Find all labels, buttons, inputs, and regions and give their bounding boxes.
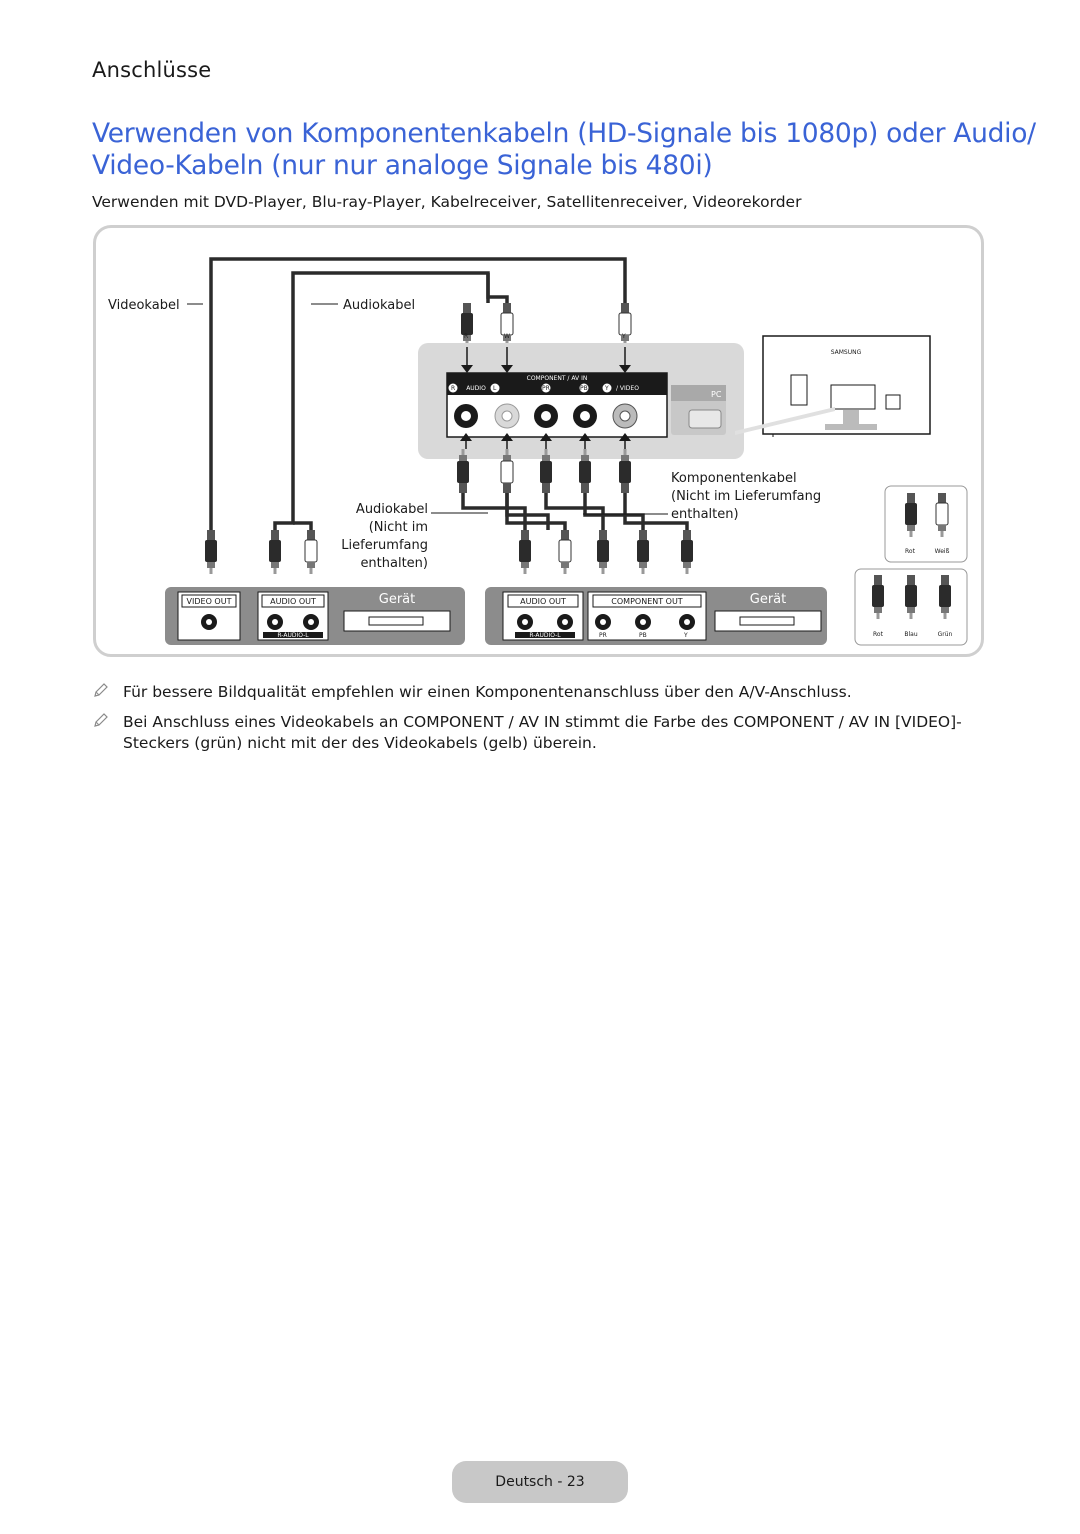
komponentenkabel-line-1: Komponentenkabel <box>671 471 797 486</box>
pc-label: PC <box>711 390 722 399</box>
audiokabel-bottom-line-4: enthalten) <box>360 556 428 571</box>
note-2-text-1: Bei Anschluss eines Videokabels an <box>123 713 404 731</box>
page-title: Verwenden von Komponentenkabeln (HD-Sign… <box>92 118 1036 182</box>
page-title-line-2: Video-Kabeln (nur nur analoge Signale bi… <box>92 150 713 181</box>
plug-comp-audio-red <box>519 530 531 574</box>
pencil-icon <box>94 713 108 727</box>
r-audio-l-label-1: R-AUDIO-L <box>277 632 309 639</box>
panel-y-badge <box>602 383 612 393</box>
plug-top-red-label: R <box>464 333 468 340</box>
device-2-label: Gerät <box>750 592 786 607</box>
note-1-text: Für bessere Bildqualität empfehlen wir e… <box>123 683 852 701</box>
note-2-term-1: COMPONENT / AV IN <box>403 713 561 731</box>
legend-gruen: Grün <box>938 631 953 638</box>
pc-port-header <box>671 385 726 401</box>
legend-blau: Blau <box>904 631 917 638</box>
komponentenkabel-line-3: enthalten) <box>671 507 739 522</box>
note-2-text-2: stimmt die Farbe des <box>560 713 734 731</box>
plug-top-white-label: W <box>504 333 510 340</box>
audio-out-label-2: AUDIO OUT <box>520 597 566 606</box>
note-2-term-2: COMPONENT / AV IN [VIDEO] <box>733 713 957 731</box>
legend-rot-2: Rot <box>873 631 884 638</box>
legend-component: Rot Blau Grün <box>854 568 968 646</box>
plug-comp-green <box>681 530 693 574</box>
plug-comp-red <box>597 530 609 574</box>
legend-audio: Rot Weiß <box>884 485 968 563</box>
connection-arrows <box>460 365 631 441</box>
device-1: VIDEO OUT AUDIO OUT R-AUDIO-L Gerät <box>165 587 465 645</box>
plug-audio-white <box>304 529 318 575</box>
note-2: Bei Anschluss eines Videokabels an COMPO… <box>92 712 992 754</box>
video-out-label: VIDEO OUT <box>187 597 232 606</box>
audiokabel-bottom-line-1: Audiokabel <box>356 502 428 517</box>
panel-pb-text: PB <box>580 385 588 392</box>
panel-pb-badge <box>579 383 589 393</box>
tv-brand: SAMSUNG <box>831 349 862 356</box>
legend-rot-1: Rot <box>905 548 916 555</box>
audiokabel-label: Audiokabel <box>343 298 415 313</box>
plug-comp-audio-white <box>558 529 572 575</box>
audio-out-label-1: AUDIO OUT <box>270 597 316 606</box>
page-title-line-1: Verwenden von Komponentenkabeln (HD-Sign… <box>92 118 1036 149</box>
plug-audio-red <box>269 530 281 574</box>
plug-top-yellow <box>618 302 632 348</box>
plug-top-red <box>461 303 473 347</box>
page-footer: Deutsch - 23 <box>452 1461 628 1503</box>
panel-l-badge <box>490 383 500 393</box>
audiokabel-bottom-line-2: (Nicht im <box>369 520 428 535</box>
intro-text: Verwenden mit DVD-Player, Blu-ray-Player… <box>92 193 802 211</box>
plug-top-yellow-label: Y <box>621 333 626 340</box>
panel-l-text: L <box>493 385 497 392</box>
component-out-label: COMPONENT OUT <box>611 597 683 606</box>
panel-video-text: / VIDEO <box>616 385 639 392</box>
legend-weiss: Weiß <box>935 548 950 555</box>
plug-video-yellow <box>205 530 217 574</box>
r-audio-l-label-2: R-AUDIO-L <box>529 632 561 639</box>
connection-diagram: Videokabel Audiokabel Audiokabel (Nicht … <box>108 257 968 646</box>
component-av-in-label: COMPONENT / AV IN <box>527 375 588 382</box>
plug-top-white <box>500 302 514 348</box>
pb-label: PB <box>639 632 647 639</box>
device-1-label: Gerät <box>379 592 415 607</box>
videokabel-label: Videokabel <box>108 298 180 313</box>
note-2-text-3: -Steckers (grün) nicht mit der des Video… <box>123 713 962 752</box>
panel-r-badge <box>448 383 458 393</box>
pc-vga-port <box>688 409 722 429</box>
plug-comp-blue <box>637 530 649 574</box>
panel-pr-badge <box>541 383 551 393</box>
notes: Für bessere Bildqualität empfehlen wir e… <box>92 682 992 763</box>
cables <box>209 257 689 530</box>
device-2: AUDIO OUT R-AUDIO-L COMPONENT OUT PR PB … <box>485 587 827 645</box>
audiokabel-bottom-line-3: Lieferumfang <box>341 538 428 553</box>
pr-label: PR <box>599 632 607 639</box>
pencil-icon <box>94 683 108 697</box>
tv-rear-illustration: SAMSUNG <box>735 335 931 437</box>
section-title: Anschlüsse <box>92 58 212 82</box>
panel-jacks <box>454 403 638 429</box>
note-1: Für bessere Bildqualität empfehlen wir e… <box>92 682 992 703</box>
component-av-in-header <box>447 373 667 395</box>
panel-pr-text: PR <box>542 385 550 392</box>
panel-y-text: Y <box>604 385 609 392</box>
panel-r-text: R <box>451 385 455 392</box>
panel-audio-text: AUDIO <box>466 385 486 392</box>
y-label: Y <box>683 632 688 639</box>
komponentenkabel-line-2: (Nicht im Lieferumfang <box>671 489 821 504</box>
